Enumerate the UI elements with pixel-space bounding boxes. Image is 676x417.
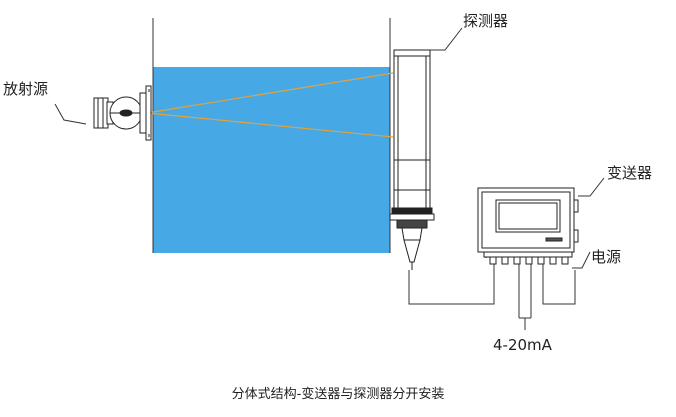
- transmitter-terminals: [489, 256, 569, 265]
- detector: [389, 49, 435, 270]
- label-source: 放射源: [3, 80, 48, 98]
- figure-caption: 分体式结构-变送器与探测器分开安装: [232, 386, 445, 402]
- label-detector: 探测器: [463, 12, 508, 30]
- tank-liquid: [153, 67, 390, 253]
- label-power: 电源: [591, 248, 621, 266]
- label-transmitter: 变送器: [607, 164, 652, 182]
- leader-lines: [54, 27, 605, 269]
- transmitter-box: [477, 187, 579, 258]
- radiation-source: [93, 85, 152, 141]
- cables: [408, 264, 576, 330]
- label-signal: 4-20mA: [493, 336, 553, 354]
- radiation-beams: [146, 72, 394, 138]
